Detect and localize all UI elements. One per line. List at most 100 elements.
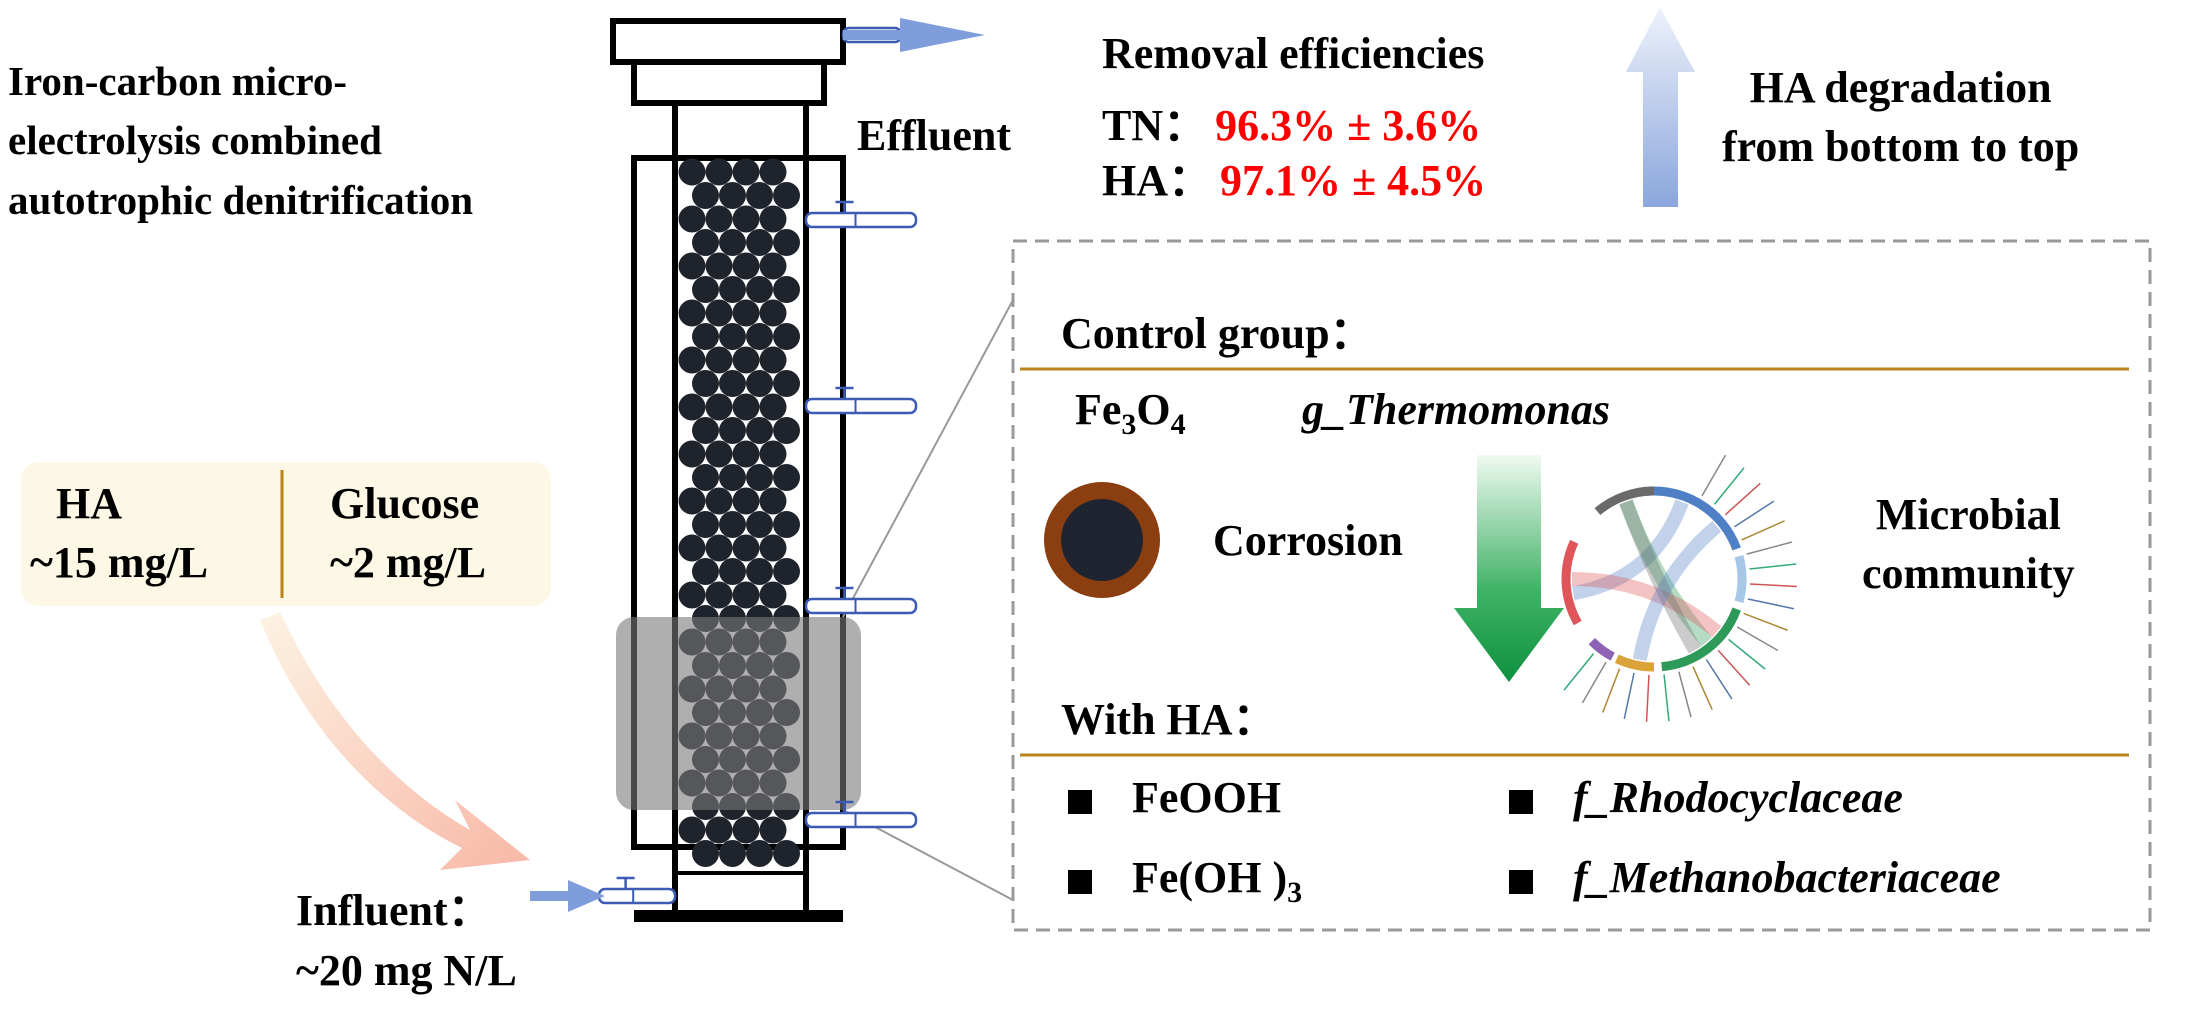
filler-ball xyxy=(759,393,787,421)
filler-ball xyxy=(678,534,706,562)
filler-ball xyxy=(692,417,719,444)
chord-taxon-label xyxy=(1741,520,1785,541)
title-line: autotrophic denitrification xyxy=(8,176,474,223)
with-ha-item: f_Rhodocyclaceae xyxy=(1509,772,1903,825)
item-text: f_Methanobacteriaceae xyxy=(1573,853,2001,902)
filler-ball xyxy=(773,417,800,444)
formula-sub: 3 xyxy=(1121,407,1137,441)
chord-segment xyxy=(1561,539,1582,626)
port-pipe xyxy=(804,811,918,829)
effluent-label: Effluent xyxy=(857,111,1011,160)
filler-ball xyxy=(759,299,787,327)
filler-ball xyxy=(719,558,746,585)
glucose-concentration: ~2 mg/L xyxy=(330,538,487,587)
filler-ball xyxy=(732,534,760,562)
influent-label: Influent： xyxy=(296,886,492,935)
ha-concentration: ~15 mg/L xyxy=(30,538,209,587)
ha-removal-label: HA： xyxy=(1102,156,1212,205)
filler-ball xyxy=(773,511,800,538)
chord-taxon-label xyxy=(1645,674,1650,722)
filler-ball xyxy=(773,840,800,867)
filler-ball xyxy=(732,816,760,844)
mechanism-panel xyxy=(1011,239,2152,932)
feed-composition-box xyxy=(21,462,551,606)
with-ha-item: Fe(OH )3 xyxy=(1068,852,1302,911)
filler-ball xyxy=(759,205,787,233)
chord-segment xyxy=(1637,486,1741,551)
chord-taxon-label xyxy=(1743,612,1788,631)
title-line: Iron-carbon micro- xyxy=(8,58,347,104)
bullet-icon xyxy=(1068,869,1092,894)
chord-taxon-label xyxy=(1728,638,1766,670)
filler-ball xyxy=(732,393,760,421)
filler-ball xyxy=(773,464,800,491)
filler-ball xyxy=(705,252,733,280)
filler-ball xyxy=(678,299,706,327)
filler-ball xyxy=(732,205,760,233)
filler-ball xyxy=(705,816,733,844)
filler-ball xyxy=(746,464,773,491)
chord-taxon-label xyxy=(1736,626,1779,652)
microbial-community-label: Microbial community xyxy=(1862,485,2075,604)
chord-taxon-label xyxy=(1746,541,1793,555)
filler-ball xyxy=(705,581,733,609)
filler-ball xyxy=(759,440,787,468)
filler-ball xyxy=(692,840,719,867)
feed-curved-arrow xyxy=(260,612,530,870)
filler-ball xyxy=(746,558,773,585)
filler-ball xyxy=(732,581,760,609)
filler-ball xyxy=(759,252,787,280)
chord-segment xyxy=(1588,637,1615,661)
filler-ball xyxy=(692,558,719,585)
chord-taxon-label xyxy=(1563,653,1595,691)
filler-ball xyxy=(678,816,706,844)
filler-ball xyxy=(759,581,787,609)
filler-ball xyxy=(732,158,760,186)
label-line: community xyxy=(1862,549,2075,599)
filler-ball xyxy=(759,487,787,515)
chord-link xyxy=(1619,499,1713,647)
fe3o4-label: Fe3O4 xyxy=(1075,384,1186,443)
filler-ball xyxy=(773,182,800,209)
filler-ball xyxy=(732,440,760,468)
filler-ball xyxy=(705,299,733,327)
chord-taxon-label xyxy=(1717,649,1751,686)
chord-link xyxy=(1571,499,1689,601)
filler-ball xyxy=(746,417,773,444)
chord-diagram-icon xyxy=(1561,454,1797,722)
port-pipe xyxy=(804,211,918,229)
filler-ball xyxy=(678,581,706,609)
item-text: FeOOH xyxy=(1132,773,1282,822)
filler-ball xyxy=(746,370,773,397)
filler-ball xyxy=(692,182,719,209)
chord-taxon-label xyxy=(1734,500,1775,528)
filler-ball xyxy=(678,252,706,280)
chord-taxon-label xyxy=(1701,454,1727,497)
with-ha-item: FeOOH xyxy=(1068,772,1281,825)
chord-segment xyxy=(1661,607,1741,672)
filler-ball xyxy=(773,370,800,397)
ha-removal-value: 97.1% ± 4.5% xyxy=(1220,156,1487,205)
filler-ball xyxy=(746,511,773,538)
filler-ball xyxy=(678,393,706,421)
filler-ball xyxy=(719,229,746,256)
filler-ball xyxy=(705,158,733,186)
influent-value: ~20 mg N/L xyxy=(296,946,517,995)
filler-ball xyxy=(719,370,746,397)
filler-ball xyxy=(719,276,746,303)
removal-title: Removal efficiencies xyxy=(1102,29,1485,78)
chord-taxon-label xyxy=(1663,674,1670,722)
chord-link xyxy=(1571,572,1722,638)
corrosion-particle-icon xyxy=(1044,482,1160,598)
with-ha-title: With HA： xyxy=(1061,695,1277,744)
label-line: Microbial xyxy=(1875,490,2061,539)
item-text: f_Rhodocyclaceae xyxy=(1573,773,1903,822)
filler-ball xyxy=(773,229,800,256)
formula-sub: 4 xyxy=(1170,407,1186,441)
filler-ball xyxy=(678,346,706,374)
chord-taxon-label xyxy=(1749,583,1797,588)
bullet-icon xyxy=(1509,869,1533,894)
degradation-line: HA degradation xyxy=(1749,63,2052,112)
title-line: electrolysis combined xyxy=(8,117,382,164)
